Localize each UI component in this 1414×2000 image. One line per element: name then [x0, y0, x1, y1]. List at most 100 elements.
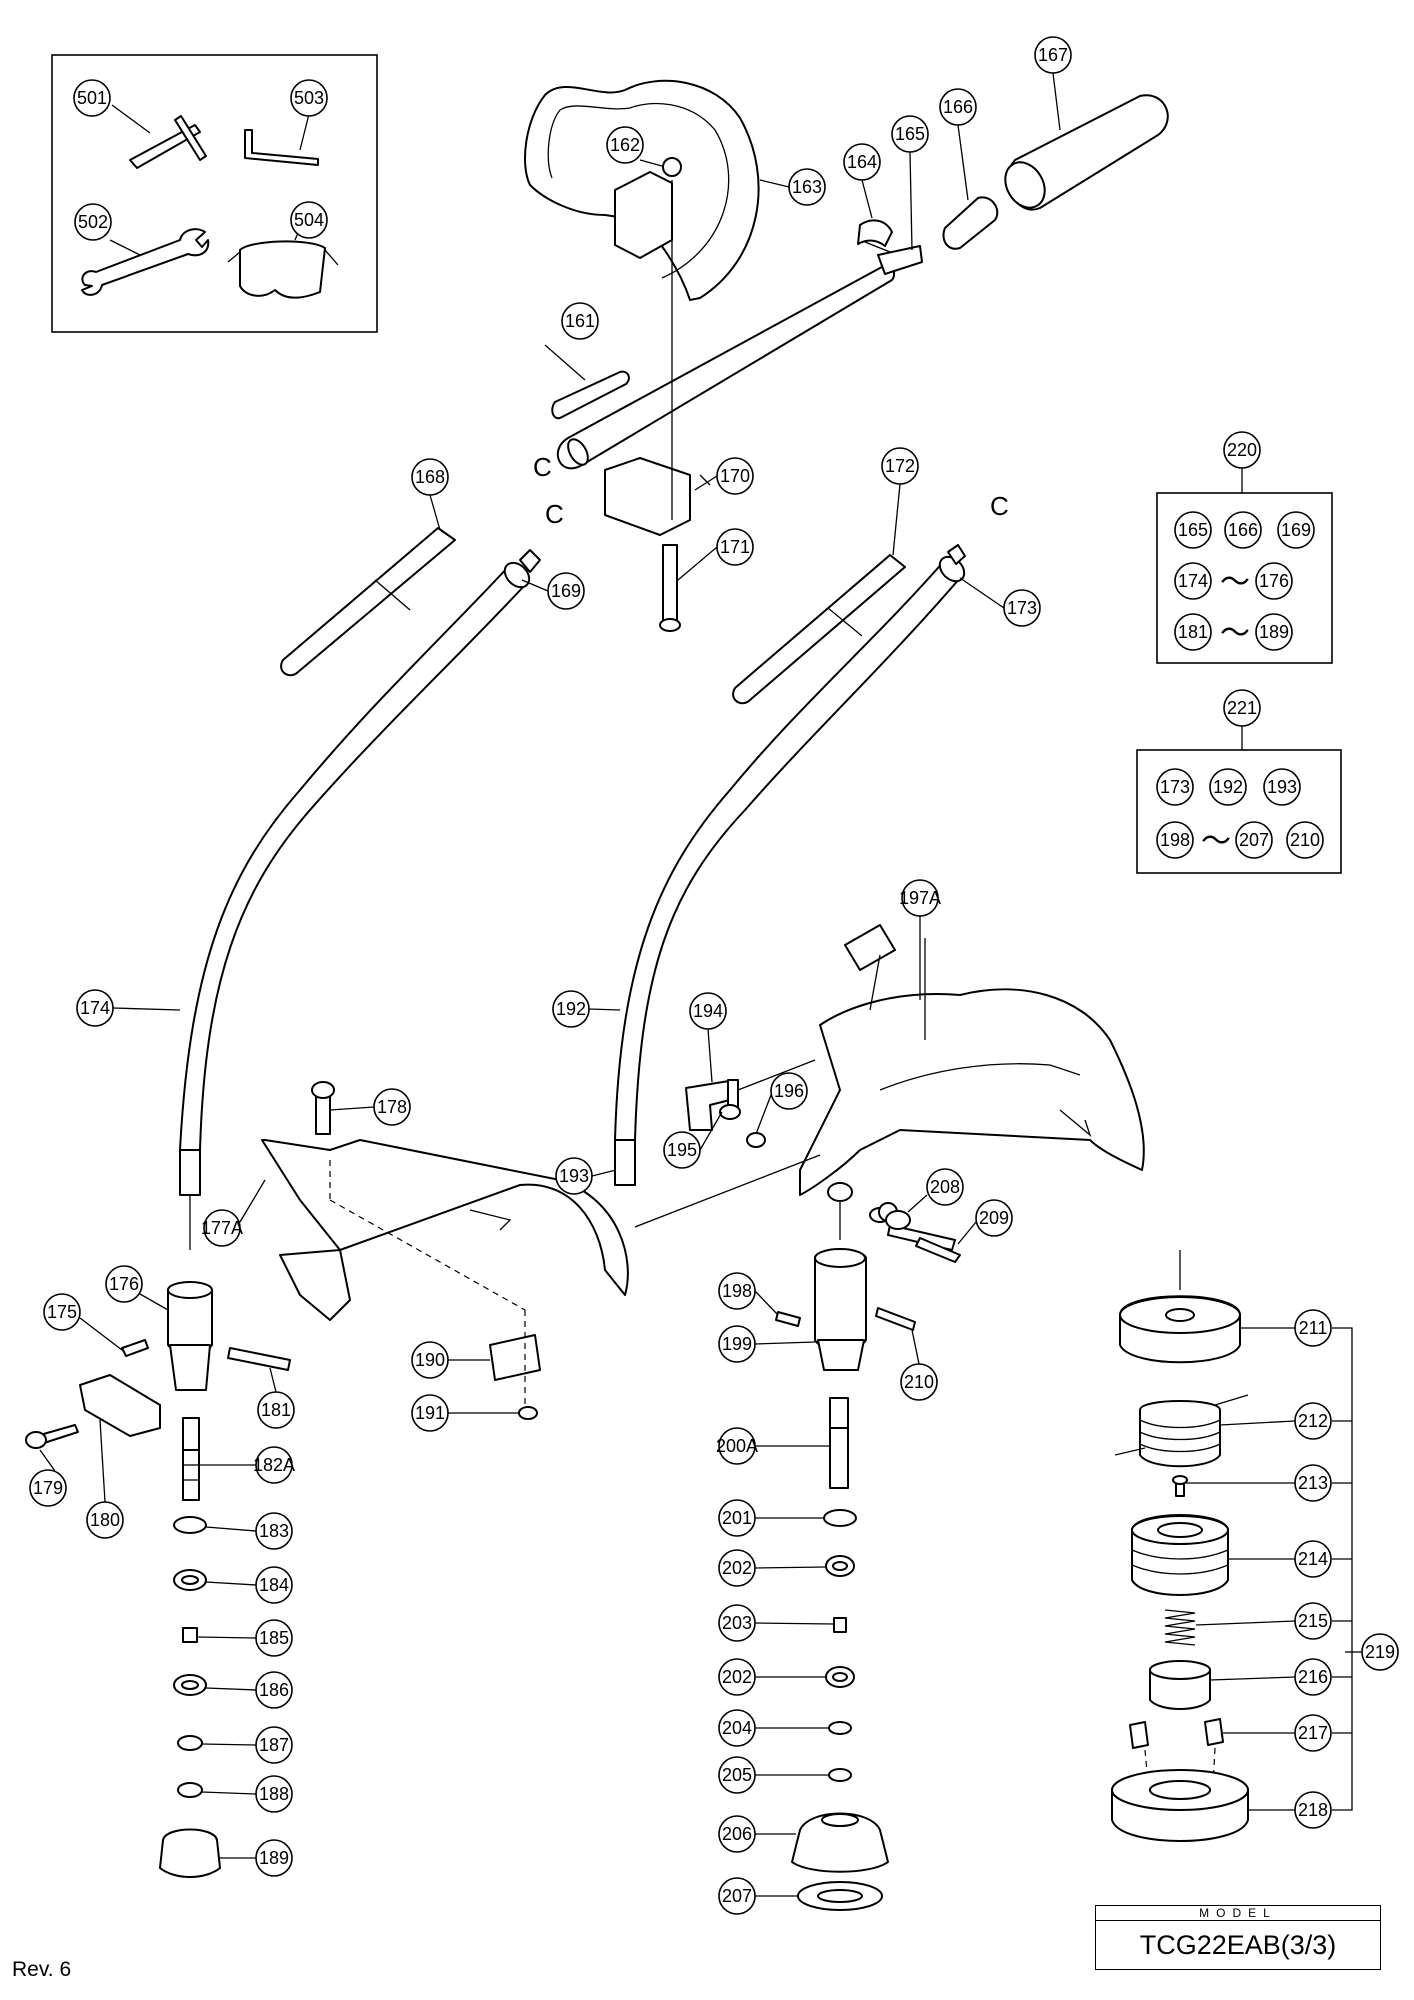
callout-185: 185 [255, 1619, 293, 1657]
callout-215: 215 [1294, 1602, 1332, 1640]
assembly-221-item-2: 192 [1209, 768, 1247, 806]
right-shaft-assembly [614, 544, 966, 1186]
callout-212: 212 [1294, 1402, 1332, 1440]
joint-label-c-upper: C [533, 452, 552, 482]
callout-218: 218 [1294, 1791, 1332, 1829]
callout-169: 169 [547, 572, 585, 610]
svg-text:174: 174 [1178, 571, 1208, 591]
svg-text:188: 188 [259, 1784, 289, 1804]
svg-text:175: 175 [47, 1302, 77, 1322]
assembly-220-range2-tilde: ～ [1220, 616, 1250, 651]
svg-text:210: 210 [904, 1372, 934, 1392]
guard-197A [799, 988, 1145, 1196]
callout-172: 172 [881, 447, 919, 485]
svg-text:171: 171 [720, 537, 750, 557]
callout-194: 194 [689, 992, 727, 1030]
assembly-221-range1-tilde: ～ [1201, 824, 1231, 859]
left-guard-assembly [25, 1081, 629, 1878]
callout-189: 189 [255, 1839, 293, 1877]
joint-label-c-left: C [545, 499, 564, 529]
svg-text:205: 205 [722, 1765, 752, 1785]
svg-text:202: 202 [722, 1558, 752, 1578]
callout-206: 206 [718, 1815, 756, 1853]
svg-text:189: 189 [259, 1848, 289, 1868]
assembly-221-range1-start: 198 [1156, 821, 1194, 859]
callout-178: 178 [373, 1088, 411, 1126]
callout-201: 201 [718, 1499, 756, 1537]
hex-key-503 [244, 129, 319, 166]
callout-175: 175 [43, 1293, 81, 1331]
assembly-220-range1-end: 176 [1255, 562, 1293, 600]
assembly-220-item-2: 166 [1224, 511, 1262, 549]
callout-184: 184 [255, 1566, 293, 1604]
callout-217: 217 [1294, 1714, 1332, 1752]
upper-handle-assembly [524, 79, 1169, 632]
callout-205: 205 [718, 1756, 756, 1794]
assembly-box-220 [1156, 468, 1333, 664]
svg-text:216: 216 [1298, 1667, 1328, 1687]
svg-text:207: 207 [722, 1886, 752, 1906]
svg-text:161: 161 [565, 311, 595, 331]
callout-187: 187 [255, 1726, 293, 1764]
assembly-221-extra: 210 [1286, 821, 1324, 859]
callout-166: 166 [939, 88, 977, 126]
callout-170: 170 [716, 457, 754, 495]
callout-177A: 177A [201, 1209, 243, 1247]
svg-text:162: 162 [610, 135, 640, 155]
svg-text:172: 172 [885, 456, 915, 476]
svg-text:173: 173 [1160, 777, 1190, 797]
assembly-box-221 [1136, 726, 1342, 874]
callout-193: 193 [555, 1157, 593, 1195]
svg-text:210: 210 [1290, 830, 1320, 850]
svg-text:202: 202 [722, 1667, 752, 1687]
svg-text:168: 168 [415, 467, 445, 487]
joint-label-c-right: C [990, 491, 1009, 521]
callout-502: 502 [74, 203, 112, 241]
safety-glasses-504 [227, 240, 339, 299]
svg-text:163: 163 [792, 177, 822, 197]
svg-text:185: 185 [259, 1628, 289, 1648]
callout-196: 196 [770, 1072, 808, 1110]
callout-167: 167 [1034, 36, 1072, 74]
svg-text:184: 184 [259, 1575, 289, 1595]
assembly-221-item-1: 173 [1156, 768, 1194, 806]
callout-221: 221 [1223, 689, 1261, 727]
callout-186: 186 [255, 1671, 293, 1709]
svg-text:213: 213 [1298, 1473, 1328, 1493]
svg-text:191: 191 [415, 1403, 445, 1423]
svg-text:165: 165 [1178, 520, 1208, 540]
assembly-220-range2-end: 189 [1255, 613, 1293, 651]
svg-text:192: 192 [556, 999, 586, 1019]
svg-text:196: 196 [774, 1081, 804, 1101]
callout-503: 503 [290, 79, 328, 117]
callout-202: 202 [718, 1549, 756, 1587]
callout-207: 207 [718, 1877, 756, 1915]
callout-501: 501 [73, 79, 111, 117]
svg-text:212: 212 [1298, 1411, 1328, 1431]
callout-183: 183 [255, 1512, 293, 1550]
svg-text:502: 502 [78, 212, 108, 232]
svg-text:503: 503 [294, 88, 324, 108]
callout-174: 174 [76, 989, 114, 1027]
trimmer-head-assembly [1111, 1250, 1353, 1842]
callout-161: 161 [561, 302, 599, 340]
svg-text:211: 211 [1299, 1318, 1328, 1338]
callout-210: 210 [900, 1363, 938, 1401]
svg-text:182A: 182A [253, 1455, 295, 1475]
model-name: TCG22EAB(3/3) [1139, 1930, 1337, 1960]
callout-208: 208 [926, 1168, 964, 1206]
svg-text:201: 201 [722, 1508, 752, 1528]
callout-176: 176 [105, 1265, 143, 1303]
callout-180: 180 [86, 1501, 124, 1539]
callout-191: 191 [411, 1394, 449, 1432]
svg-text:169: 169 [1281, 520, 1311, 540]
callout-198: 198 [718, 1272, 756, 1310]
callout-188: 188 [255, 1775, 293, 1813]
svg-text:181: 181 [1178, 622, 1208, 642]
assembly-220-range1-tilde: ～ [1220, 565, 1250, 600]
callout-209: 209 [975, 1199, 1013, 1237]
callout-182A: 182A [253, 1446, 295, 1484]
callout-179: 179 [29, 1469, 67, 1507]
svg-text:193: 193 [1267, 777, 1297, 797]
